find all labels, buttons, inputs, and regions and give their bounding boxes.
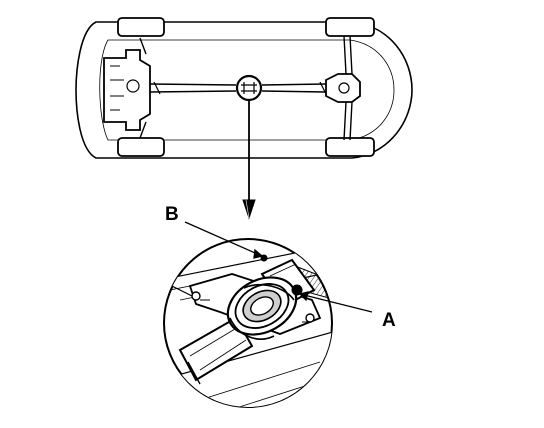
leader-arrow xyxy=(242,100,256,220)
propeller-shaft xyxy=(149,83,327,93)
callout-label-a: A xyxy=(382,310,396,331)
leader-a xyxy=(299,293,373,313)
engine-block xyxy=(103,49,151,131)
shaft-front xyxy=(178,316,254,382)
front-left-wheel xyxy=(117,17,165,37)
leader-b xyxy=(184,221,263,257)
detail-view xyxy=(163,238,333,408)
rear-left-wheel xyxy=(325,17,375,37)
front-right-wheel xyxy=(117,137,165,157)
callout-label-b: B xyxy=(165,204,179,225)
callout-leaders xyxy=(184,221,373,313)
floor-outline xyxy=(99,39,395,141)
rear-differential xyxy=(325,73,361,103)
bolt-a-icon xyxy=(291,284,303,296)
arrow-head-icon xyxy=(242,199,256,220)
center-bearing-marker xyxy=(235,74,263,102)
vehicle-underbody xyxy=(75,17,413,159)
rear-right-wheel xyxy=(325,137,375,157)
rear-axle xyxy=(343,35,353,141)
